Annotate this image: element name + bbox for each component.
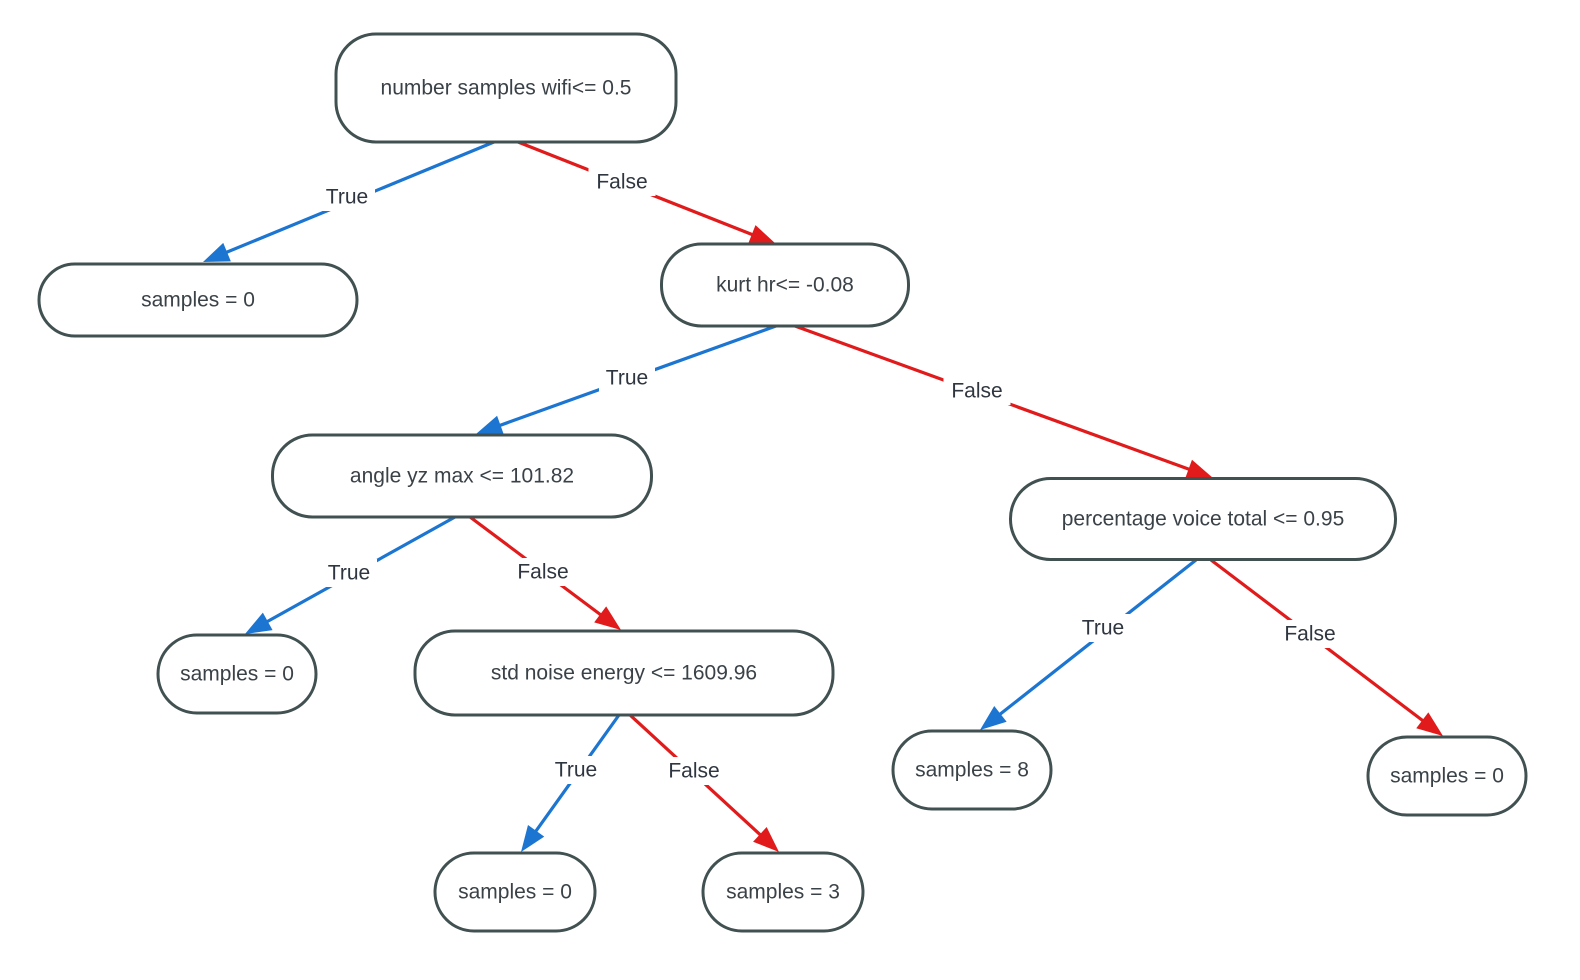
edge-label-backdrop <box>1075 614 1131 642</box>
nodes-layer: number samples wifi<= 0.5 samples = 0 kurt… <box>37 32 1528 933</box>
decision-node-n2[interactable]: kurt hr<= -0.08 <box>660 242 910 328</box>
node-label-text: samples = 3 <box>726 881 840 904</box>
edge-label-text: True <box>326 186 368 209</box>
node-box <box>271 433 653 519</box>
leaf-node-n9[interactable]: samples = 0 <box>433 851 597 933</box>
edge-arrowhead-icon <box>1185 459 1213 479</box>
edge-label-text: True <box>328 562 370 585</box>
node-label-text: samples = 0 <box>458 881 572 904</box>
edge-label-false: False <box>1276 620 1344 648</box>
node-label-text: samples = 0 <box>1390 765 1504 788</box>
leaf-node-n7[interactable]: samples = 8 <box>891 729 1053 811</box>
node-label-text: std noise energy <= 1609.96 <box>491 662 757 685</box>
edge-label-text: True <box>606 367 648 390</box>
edge-label-text: True <box>1082 617 1124 640</box>
decision-node-n6[interactable]: std noise energy <= 1609.96 <box>413 629 835 717</box>
edge-arrowhead-icon <box>753 827 779 852</box>
node-box <box>660 242 910 328</box>
edge-arrowhead-icon <box>1416 712 1443 736</box>
edge-label-true: True <box>319 183 375 211</box>
edge-label-text: False <box>1284 623 1335 646</box>
leaf-node-n1[interactable]: samples = 0 <box>37 262 359 338</box>
edge-label-false: False <box>660 757 728 785</box>
node-box <box>891 729 1053 811</box>
node-box <box>433 851 597 933</box>
edge-arrowhead-icon <box>594 606 621 630</box>
edge-label-true: True <box>321 559 377 587</box>
leaf-node-n8[interactable]: samples = 0 <box>1366 735 1528 817</box>
edge-label-backdrop <box>1276 620 1344 648</box>
edge-arrowhead-icon <box>748 225 776 244</box>
node-label-text: samples = 0 <box>180 663 294 686</box>
node-label-text: percentage voice total <= 0.95 <box>1062 508 1345 531</box>
node-label-text: samples = 8 <box>915 759 1029 782</box>
node-label-text: number samples wifi<= 0.5 <box>381 77 632 100</box>
edge-label-text: True <box>555 759 597 782</box>
edge-label-text: False <box>668 760 719 783</box>
edge-label-backdrop <box>588 168 656 196</box>
leaf-node-n10[interactable]: samples = 3 <box>701 851 865 933</box>
edge-label-backdrop <box>509 558 577 586</box>
edge-arrowhead-icon <box>476 415 504 435</box>
edge-label-text: False <box>517 561 568 584</box>
decision-node-n4[interactable]: percentage voice total <= 0.95 <box>1009 477 1397 561</box>
edge-label-false: False <box>943 377 1011 405</box>
edge-label-backdrop <box>599 364 655 392</box>
edge-label-text: False <box>596 171 647 194</box>
node-box <box>1366 735 1528 817</box>
node-box <box>334 32 678 144</box>
edge-label-backdrop <box>548 756 604 784</box>
edge-label-text: False <box>951 380 1002 403</box>
edge-label-backdrop <box>660 757 728 785</box>
node-label-text: kurt hr<= -0.08 <box>716 274 854 297</box>
edge-label-backdrop <box>319 183 375 211</box>
node-box <box>156 633 318 715</box>
node-box <box>37 262 359 338</box>
edge-label-backdrop <box>321 559 377 587</box>
node-box <box>413 629 835 717</box>
node-box <box>701 851 865 933</box>
edge-label-false: False <box>588 168 656 196</box>
tree-edge-true <box>980 558 1197 730</box>
edge-arrowhead-icon <box>245 612 273 634</box>
decision-node-n3[interactable]: angle yz max <= 101.82 <box>271 433 653 519</box>
leaf-node-n5[interactable]: samples = 0 <box>156 633 318 715</box>
edge-label-true: True <box>1075 614 1131 642</box>
node-label-text: samples = 0 <box>141 289 255 312</box>
edge-arrowhead-icon <box>521 825 545 852</box>
node-box <box>1009 477 1397 561</box>
edge-label-backdrop <box>943 377 1011 405</box>
decision-node-n0[interactable]: number samples wifi<= 0.5 <box>334 32 678 144</box>
edge-label-true: True <box>599 364 655 392</box>
edge-label-true: True <box>548 756 604 784</box>
edge-label-false: False <box>509 558 577 586</box>
node-label-text: angle yz max <= 101.82 <box>350 465 574 488</box>
edge-arrowhead-icon <box>980 706 1007 730</box>
edge-arrowhead-icon <box>203 242 231 262</box>
